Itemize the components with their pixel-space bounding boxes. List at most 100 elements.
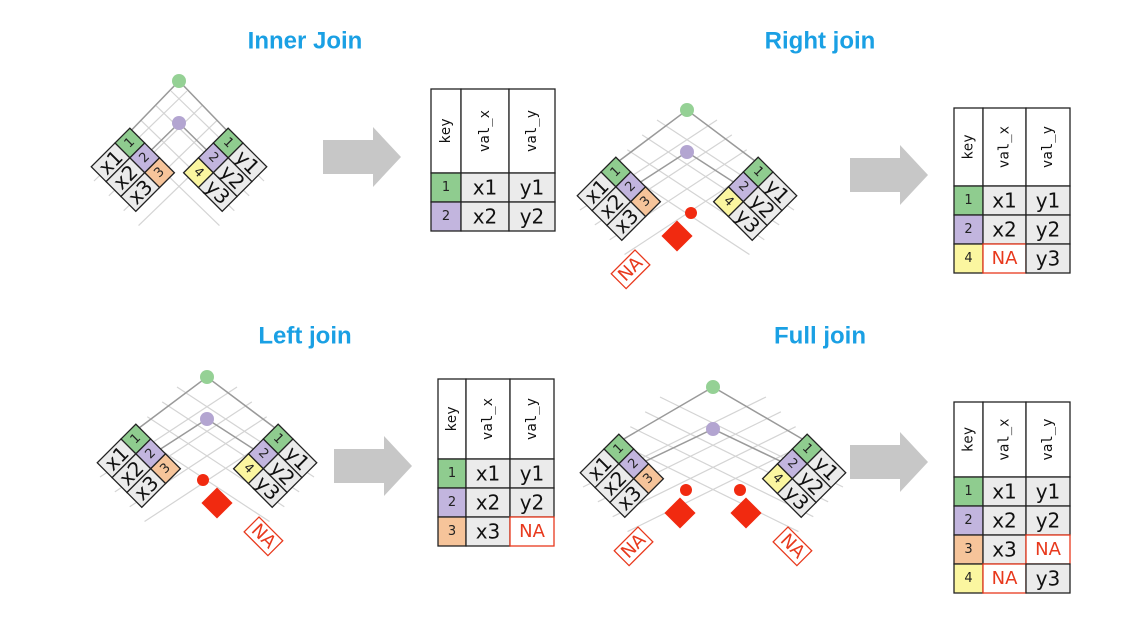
- result-cell: [1025, 505, 1071, 536]
- column-header-cell: [982, 107, 1027, 187]
- result-cell: [982, 214, 1027, 245]
- result-cell: [430, 201, 462, 232]
- x-value-cell: [606, 200, 647, 242]
- column-header-cell: [953, 401, 984, 478]
- result-cell: [509, 516, 555, 547]
- column-header-key: key: [444, 406, 460, 431]
- result-arrow: [850, 432, 928, 492]
- column-header-key: key: [438, 118, 454, 143]
- result-cell: [1025, 185, 1071, 216]
- result-value: NA: [1035, 539, 1061, 560]
- result-cell: [430, 172, 462, 203]
- match-link-1: [609, 386, 817, 448]
- match-link-1: [120, 79, 238, 142]
- result-cell: [508, 201, 556, 232]
- result-arrow: [334, 436, 412, 496]
- y-na-cell-group: NA: [243, 516, 284, 557]
- result-value: x1: [992, 480, 1017, 504]
- column-header-key: key: [961, 427, 977, 452]
- result-value: x2: [992, 509, 1017, 533]
- panel-title: Right join: [765, 28, 876, 55]
- result-cell: [460, 172, 510, 203]
- column-header-val_y: val_y: [524, 110, 540, 152]
- result-key: 2: [964, 513, 972, 528]
- result-value: x3: [476, 520, 501, 544]
- result-cell: [982, 563, 1027, 594]
- result-value: x1: [476, 462, 501, 486]
- result-cell: [508, 172, 556, 203]
- result-key: 3: [448, 524, 456, 539]
- result-value: x3: [992, 538, 1017, 562]
- result-value: y1: [520, 462, 545, 486]
- result-key: 2: [442, 209, 450, 224]
- grid-line: [630, 426, 814, 518]
- result-cell: [1025, 476, 1071, 507]
- result-key: 3: [964, 542, 972, 557]
- x-na-cell: [610, 249, 651, 290]
- result-value: y1: [520, 176, 545, 200]
- column-header-cell: [1025, 401, 1071, 478]
- y-na-cell: [772, 526, 813, 567]
- result-cell: [1025, 563, 1071, 594]
- result-value: y3: [1036, 247, 1061, 271]
- match-dot-key-1: [172, 74, 186, 88]
- result-cell: [465, 516, 511, 547]
- result-value: x2: [992, 218, 1017, 242]
- result-value: x2: [473, 205, 498, 229]
- match-dot-key-1: [200, 370, 214, 384]
- result-key: 2: [964, 222, 972, 237]
- column-header-val_x: val_x: [477, 110, 493, 152]
- result-value: NA: [519, 521, 545, 542]
- y-value-cell: [247, 467, 288, 509]
- result-value: y2: [520, 205, 545, 229]
- match-dot-key-2: [200, 412, 214, 426]
- column-header-val_x: val_x: [997, 126, 1013, 168]
- result-cell: [953, 185, 984, 216]
- result-cell: [982, 243, 1027, 274]
- panel-title: Left join: [258, 323, 351, 350]
- result-value: x2: [476, 491, 501, 515]
- column-header-val_x: val_x: [997, 418, 1013, 460]
- result-key: 1: [448, 466, 456, 481]
- result-key: 1: [442, 180, 450, 195]
- result-value: y2: [1036, 218, 1061, 242]
- y-value-cell: [727, 200, 768, 242]
- result-value: y2: [520, 491, 545, 515]
- result-cell: [465, 487, 511, 518]
- x-na-cell: [613, 526, 654, 567]
- result-cell: [982, 476, 1027, 507]
- column-header-val_y: val_y: [1040, 418, 1056, 460]
- x-value-cell: [120, 171, 161, 213]
- x-value-cell: [609, 477, 650, 519]
- column-header-cell: [437, 378, 467, 460]
- missing-dot-key-3: [680, 484, 692, 496]
- column-header-cell: [460, 88, 510, 174]
- result-value: y3: [1036, 567, 1061, 591]
- result-cell: [953, 476, 984, 507]
- x-na-cell-group: NA: [610, 249, 651, 290]
- x-na-cell-group: NA: [613, 526, 654, 567]
- result-value: x1: [473, 176, 498, 200]
- y-value-cell: [776, 477, 817, 519]
- missing-dot-key-4: [685, 207, 697, 219]
- y-na-cell: [243, 516, 284, 557]
- result-key: 4: [964, 571, 972, 586]
- result-key: 2: [448, 495, 456, 510]
- result-cell: [1025, 243, 1071, 274]
- result-key: 1: [964, 484, 972, 499]
- match-dot-key-2: [172, 116, 186, 130]
